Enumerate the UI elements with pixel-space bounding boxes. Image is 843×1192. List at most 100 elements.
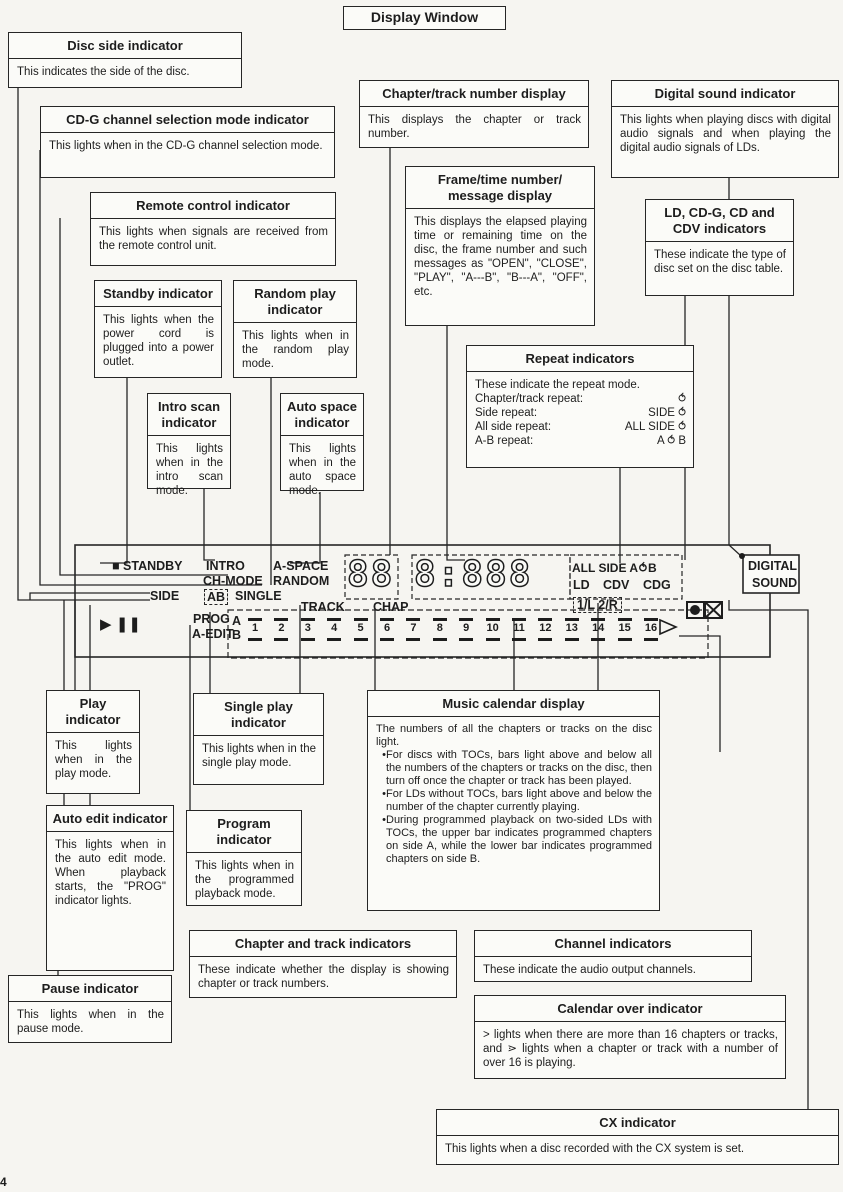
- calendar-lower-bar: [274, 638, 289, 641]
- calendar-upper-bar: [353, 618, 368, 621]
- calendar-over-title: Calendar over indicator: [475, 996, 785, 1022]
- cdg-channel-indicator-box: CD-G channel selection mode indicator Th…: [40, 106, 335, 178]
- intro-title: Intro scan indicator: [148, 394, 230, 436]
- standby-indicator-box: Standby indicator This lights when the p…: [94, 280, 222, 378]
- remote-title: Remote control indicator: [91, 193, 335, 219]
- calendar-upper-bar: [485, 618, 500, 621]
- calendar-number: 13: [565, 622, 578, 634]
- calendar-number: 15: [618, 622, 631, 634]
- calendar-number: 8: [436, 622, 443, 634]
- program-indicator-box: Program indicator This lights when in th…: [186, 810, 302, 906]
- calendar-upper-bar: [512, 618, 526, 621]
- music-calendar-bullet: For LDs without TOCs, bars light above a…: [386, 788, 652, 814]
- a-space-label: A-SPACE: [273, 559, 329, 573]
- side-b-label: B: [232, 628, 242, 642]
- calendar-number: 10: [486, 622, 499, 634]
- repeat-row-side: Side repeat:SIDE ⥀: [475, 407, 686, 419]
- random-body: This lights when in the random play mode…: [242, 330, 349, 370]
- frame-time-display-box: Frame/time number/ message display This …: [405, 166, 595, 326]
- calendar-number: 6: [383, 622, 391, 634]
- calendar-number: 5: [357, 622, 364, 634]
- calendar-upper-bar: [327, 618, 342, 621]
- calendar-lower-bar: [380, 638, 394, 641]
- chap-label: CHAP: [373, 600, 409, 614]
- single-play-indicator-box: Single play indicator This lights when i…: [193, 693, 324, 785]
- standby-title: Standby indicator: [95, 281, 221, 307]
- calendar-number: 4: [331, 622, 338, 634]
- all-side-label: ALL SIDE A⥀B: [572, 561, 657, 575]
- auto-space-indicator-box: Auto space indicator This lights when in…: [280, 393, 364, 497]
- play-indicator-box: Play indicator This lights when in the p…: [46, 690, 140, 794]
- intro-label: INTRO: [206, 559, 245, 573]
- digital-sound-body: This lights when playing discs with digi…: [620, 114, 831, 154]
- calendar-lower-bar: [300, 638, 315, 641]
- calendar-number: 12: [539, 622, 552, 634]
- cdg-label: CDG: [643, 578, 671, 592]
- chapter-track-indicators-title: Chapter and track indicators: [190, 931, 456, 957]
- music-calendar-bullet: For discs with TOCs, bars light above an…: [386, 749, 652, 788]
- calendar-upper-bar: [300, 618, 315, 621]
- track-label: TRACK: [301, 600, 345, 614]
- chapter-digits: 88: [346, 554, 395, 595]
- cdg-channel-title: CD-G channel selection mode indicator: [41, 107, 334, 133]
- frame-time-title: Frame/time number/ message display: [406, 167, 594, 209]
- ld-label: LD: [573, 578, 590, 592]
- side-a-label: A: [232, 614, 242, 628]
- calendar-over-body: > lights when there are more than 16 cha…: [483, 1029, 778, 1069]
- channel-indicators-box: Channel indicators These indicate the au…: [474, 930, 752, 982]
- calendar-upper-bar: [432, 618, 447, 621]
- program-title: Program indicator: [187, 811, 301, 853]
- calendar-number: 7: [410, 622, 417, 634]
- intro-scan-indicator-box: Intro scan indicator This lights when in…: [147, 393, 231, 497]
- pause-body: This lights when in the pause mode.: [17, 1009, 164, 1035]
- disc-side-body: This indicates the side of the disc.: [17, 66, 190, 78]
- calendar-upper-bar: [459, 618, 474, 621]
- play-body: This lights when in the play mode.: [55, 740, 132, 780]
- sound-label: SOUND: [752, 576, 798, 590]
- calendar-lower-bar: [591, 638, 606, 641]
- calendar-lower-bar: [485, 638, 500, 641]
- repeat-title: Repeat indicators: [467, 346, 693, 372]
- music-calendar-bullet: During programmed playback on two-sided …: [386, 814, 652, 866]
- calendar-number: 3: [304, 622, 311, 634]
- channel-label: 1/L 2/R: [573, 597, 622, 613]
- repeat-row-ab: A-B repeat:A ⥀ B: [475, 435, 686, 447]
- random-play-indicator-box: Random play indicator This lights when i…: [233, 280, 357, 378]
- disc-type-indicators-box: LD, CD-G, CD and CDV indicators These in…: [645, 199, 794, 296]
- chapter-track-indicators-box: Chapter and track indicators These indic…: [189, 930, 457, 998]
- calendar-upper-bar: [564, 618, 579, 621]
- music-calendar-box: Music calendar display The numbers of al…: [367, 690, 660, 911]
- standby-label: ■ STANDBY: [112, 559, 183, 573]
- program-body: This lights when in the programmed playb…: [195, 860, 294, 900]
- repeat-row-chapter: Chapter/track repeat:⥀: [475, 393, 686, 405]
- single-title: Single play indicator: [194, 694, 323, 736]
- calendar-lower-bar: [617, 638, 632, 641]
- calendar-number: 16: [644, 622, 658, 634]
- chapter-track-indicators-body: These indicate whether the display is sh…: [198, 964, 449, 990]
- digital-label: DIGITAL: [748, 559, 798, 573]
- calendar-upper-bar: [591, 618, 606, 621]
- calendar-lower-bar: [353, 638, 368, 641]
- auto-edit-title: Auto edit indicator: [47, 806, 173, 832]
- calendar-over-indicator-box: Calendar over indicator > lights when th…: [474, 995, 786, 1079]
- calendar-upper-bar: [248, 618, 262, 621]
- page-number: 4: [0, 1175, 7, 1189]
- digital-sound-title: Digital sound indicator: [612, 81, 838, 107]
- calendar-number: 14: [592, 622, 605, 634]
- calendar-upper-bar: [406, 618, 421, 621]
- play-pause-symbols: ▶ ❚❚: [100, 616, 141, 633]
- random-label: RANDOM: [273, 574, 330, 588]
- music-calendar-title: Music calendar display: [368, 691, 659, 717]
- play-title: Play indicator: [47, 691, 139, 733]
- a-edit-label: A-EDIT: [192, 627, 234, 641]
- chapter-track-number-box: Chapter/track number display This displa…: [359, 80, 589, 148]
- side-label: SIDE: [150, 589, 180, 603]
- calendar-upper-bar: [274, 618, 289, 621]
- ch-mode-label: CH-MODE: [203, 574, 263, 588]
- channel-body: These indicate the audio output channels…: [483, 964, 696, 976]
- digital-sound-indicator-box: Digital sound indicator This lights when…: [611, 80, 839, 178]
- channel-title: Channel indicators: [475, 931, 751, 957]
- calendar-number: 9: [463, 622, 470, 634]
- single-label: SINGLE: [235, 589, 282, 603]
- remote-body: This lights when signals are received fr…: [99, 226, 328, 252]
